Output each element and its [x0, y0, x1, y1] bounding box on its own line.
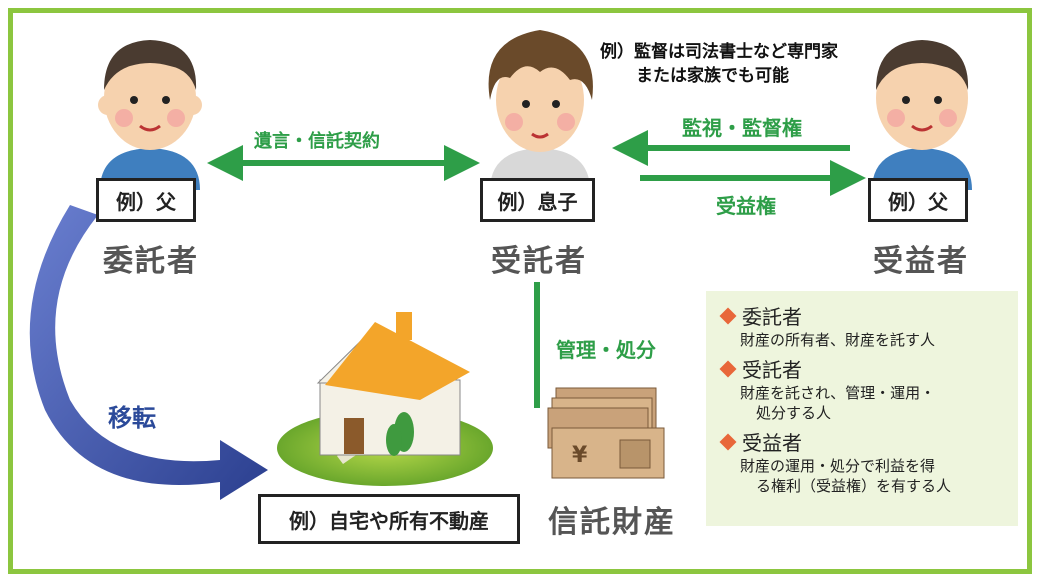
diamond-icon [719, 307, 737, 324]
manage-label: 管理・処分 [556, 338, 656, 362]
money-stack-illustration: ¥ [547, 387, 665, 479]
diamond-icon [719, 360, 737, 377]
trustee-role: 受託者 [491, 244, 587, 279]
legend-trustee-desc-2: 処分する人 [756, 404, 832, 422]
supervisor-note-line2: または家族でも可能 [636, 66, 789, 86]
entrustor-role: 委託者 [103, 244, 199, 279]
house-illustration [277, 312, 493, 486]
beneficial-right-label: 受益権 [716, 194, 776, 218]
transfer-arrow [29, 205, 269, 500]
legend-entrustor-title: 委託者 [716, 301, 1008, 330]
legend-trustee-title: 受託者 [716, 354, 1008, 383]
will-contract-label: 遺言・信託契約 [254, 131, 380, 152]
diamond-icon [719, 433, 737, 450]
beneficiary-role: 受益者 [873, 244, 969, 279]
house-label-box: 例）自宅や所有不動産 [258, 494, 520, 544]
beneficiary-label-box: 例）父 [868, 178, 968, 222]
legend-beneficiary-desc-2: る権利（受益権）を有する人 [756, 477, 952, 495]
supervisor-note-line1: 例）監督は司法書士など専門家 [600, 42, 838, 62]
legend-beneficiary-desc-1: 財産の運用・処分で利益を得 [740, 457, 936, 475]
supervision-label: 監視・監督権 [682, 116, 802, 140]
legend-panel: 委託者 財産の所有者、財産を託す人 受託者 財産を託され、管理・運用・ 処分する… [706, 291, 1018, 526]
transfer-label: 移転 [108, 404, 156, 432]
legend-entrustor-desc: 財産の所有者、財産を託す人 [740, 331, 936, 349]
trust-property-label: 信託財産 [548, 505, 676, 540]
entrustor-label-box: 例）父 [96, 178, 196, 222]
legend-beneficiary-title: 受益者 [716, 427, 1008, 456]
legend-trustee-desc-1: 財産を託され、管理・運用・ [740, 384, 936, 402]
father-entrustor-figure [98, 40, 202, 190]
son-trustee-figure [488, 30, 593, 190]
svg-text:¥: ¥ [572, 443, 588, 468]
father-beneficiary-figure [872, 40, 972, 190]
trustee-label-box: 例）息子 [480, 178, 595, 222]
